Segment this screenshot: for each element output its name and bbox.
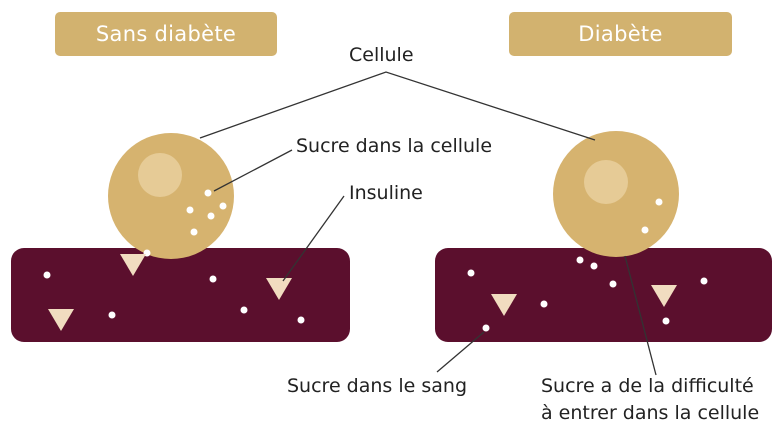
label-difficulty-line-1: Sucre a de la difficulté [541, 375, 754, 397]
sugar-in-blood [541, 301, 548, 308]
sugar-in-cell [205, 190, 212, 197]
label-sugar-in-blood: Sucre dans le sang [287, 375, 467, 397]
sugar-in-blood [591, 263, 598, 270]
sugar-in-blood [577, 257, 584, 264]
sugar-in-cell [220, 203, 227, 210]
cell-left-highlight [138, 153, 182, 197]
sugar-in-blood [241, 307, 248, 314]
sugar-in-cell [642, 227, 649, 234]
sugar-in-blood [483, 325, 490, 332]
label-insulin: Insuline [349, 182, 423, 204]
sugar-in-blood [298, 317, 305, 324]
sugar-in-blood [44, 272, 51, 279]
sugar-in-blood [663, 318, 670, 325]
sugar-in-blood [109, 312, 116, 319]
cell-left [108, 133, 234, 259]
label-sugar-in-cell: Sucre dans la cellule [296, 135, 492, 157]
sugar-in-blood [701, 278, 708, 285]
sugar-in-cell [656, 199, 663, 206]
sugar-in-blood [610, 281, 617, 288]
sugar-in-blood [468, 270, 475, 277]
sugar-in-blood [210, 276, 217, 283]
cell-right-highlight [584, 160, 628, 204]
sugar-in-cell [208, 213, 215, 220]
label-cell: Cellule [349, 44, 414, 66]
leader-line-cell [200, 72, 595, 140]
sugar-in-cell [187, 207, 194, 214]
label-difficulty-line-2: à entrer dans la cellule [541, 402, 759, 424]
sugar-in-cell [191, 229, 198, 236]
